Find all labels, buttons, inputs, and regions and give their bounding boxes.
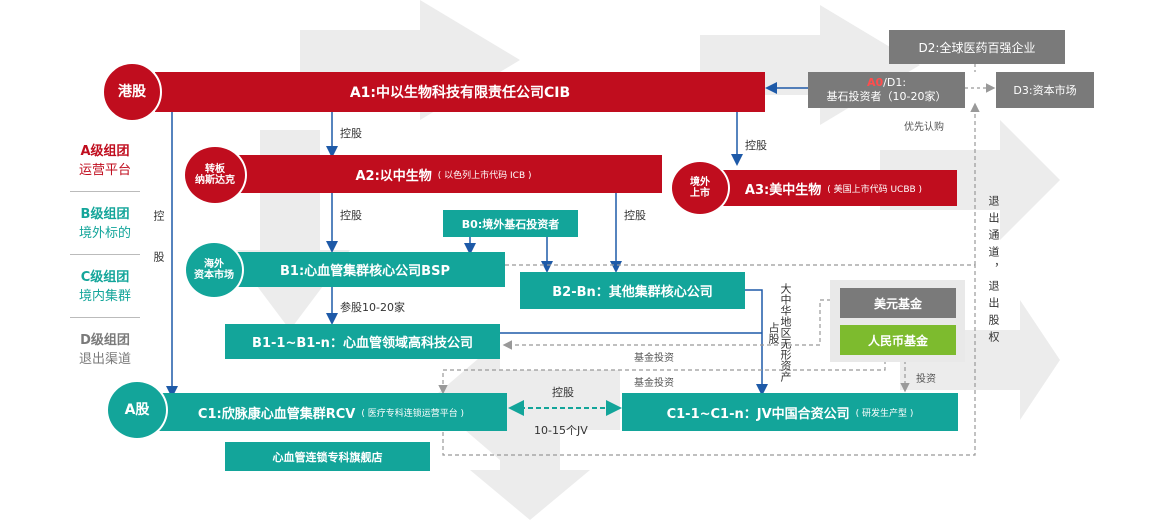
holding-label-a1-c1: 控股 <box>152 210 165 292</box>
preferred-subscription-label: 优先认购 <box>904 122 944 133</box>
b1-1-label: B1-1~B1-n：心血管领域高科技公司 <box>252 336 473 351</box>
nasdaq-label: 纳斯达克 <box>195 175 235 186</box>
legend-d-sub: 退出渠道 <box>78 352 131 367</box>
b1-box: B1:心血管集群核心公司BSP <box>225 252 505 287</box>
flagship-store-box: 心血管连锁专科旗舰店 <box>225 442 430 471</box>
exit-channel-label: 退出通道，退出股权 <box>987 195 1000 348</box>
b0-box: B0:境外基石投资者 <box>443 210 578 237</box>
legend-c-sub: 境内集群 <box>78 289 131 304</box>
overseas-label: 海外 <box>204 258 224 270</box>
legend-b-title: B级组团 <box>80 207 130 222</box>
c1-1-label: C1-1~C1-n：JV中国合资公司 <box>666 406 850 422</box>
cornerstone-investors-label: 基石投资者（10-20家） <box>826 90 947 103</box>
a0-d1-box: A0/D1: 基石投资者（10-20家） <box>808 72 965 108</box>
nasdaq-transfer-circle: 转板 纳斯达克 <box>183 145 247 205</box>
a2-label: A2:以中生物 <box>355 168 432 184</box>
d2-label: D2:全球医药百强企业 <box>918 40 1036 55</box>
overseas-capital-circle: 海外 资本市场 <box>184 241 244 299</box>
d2-box: D2:全球医药百强企业 <box>889 30 1065 64</box>
legend-b-sub: 境外标的 <box>78 226 131 241</box>
a-share-label: A股 <box>124 401 150 418</box>
a2-note: ( 以色列上市代码 ICB ) <box>437 170 532 181</box>
flagship-store-label: 心血管连锁专科旗舰店 <box>272 450 383 464</box>
usd-fund-label: 美元基金 <box>873 296 922 311</box>
fund-invest-label-2: 基金投资 <box>634 378 674 389</box>
a3-label: A3:美中生物 <box>744 182 822 198</box>
holding-label-a2-b2: 控股 <box>624 209 646 222</box>
a3-note: ( 美国上市代码 UCBB ) <box>827 184 923 195</box>
legend-c-title: C级组团 <box>80 270 130 285</box>
legend-divider <box>70 191 140 192</box>
c1-label: C1:欣脉康心血管集群RCV <box>197 406 356 422</box>
legend-b: B级组团 境外标的 <box>45 203 165 241</box>
b1-1-box: B1-1~B1-n：心血管领域高科技公司 <box>225 324 500 359</box>
minority-stake-label: 参股10-20家 <box>340 301 405 314</box>
b0-label: B0:境外基石投资者 <box>461 217 560 231</box>
holding-label-a1-a2: 控股 <box>340 127 362 140</box>
a1-label: A1:中以生物科技有限责任公司CIB <box>349 85 571 101</box>
fund-invest-label-1: 基金投资 <box>634 353 674 364</box>
d3-box: D3:资本市场 <box>996 72 1094 108</box>
stake-label: 占股 <box>767 322 780 344</box>
c1-1-box: C1-1~C1-n：JV中国合资公司 ( 研发生产型 ) <box>622 393 958 431</box>
rmb-fund-label: 人民币基金 <box>867 333 928 348</box>
legend-d: D级组团 退出渠道 <box>45 329 165 367</box>
b2-box: B2-Bn：其他集群核心公司 <box>520 272 745 309</box>
hk-market-label: 港股 <box>118 83 146 100</box>
jv-count-label: 10-15个JV <box>534 424 588 437</box>
a2-box: A2:以中生物 ( 以色列上市代码 ICB ) <box>225 155 662 193</box>
legend-d-title: D级组团 <box>80 333 130 348</box>
a-share-circle: A股 <box>106 380 168 440</box>
legend-c: C级组团 境内集群 <box>45 266 165 304</box>
legend-divider <box>70 317 140 318</box>
d1-code: /D1: <box>883 75 907 89</box>
greater-china-intangible-label: 大中华地区无形资产 <box>779 283 792 382</box>
usd-fund-box: 美元基金 <box>840 288 956 318</box>
a0-code: A0 <box>866 75 884 89</box>
legend-divider <box>70 254 140 255</box>
a3-box: A3:美中生物 ( 美国上市代码 UCBB ) <box>710 170 957 206</box>
legend-a-title: A级组团 <box>80 144 130 159</box>
c1-1-note: ( 研发生产型 ) <box>855 408 914 419</box>
b2-label: B2-Bn：其他集群核心公司 <box>552 285 713 300</box>
legend-a-sub: 运营平台 <box>78 163 131 178</box>
hk-market-circle: 港股 <box>102 62 162 122</box>
holding-label-c1-c11: 控股 <box>552 386 574 399</box>
legend-a: A级组团 运营平台 <box>45 140 165 178</box>
c1-note: ( 医疗专科连锁运营平台 ) <box>361 408 465 419</box>
b1-label: B1:心血管集群核心公司BSP <box>280 264 450 279</box>
d3-label: D3:资本市场 <box>1013 84 1077 97</box>
capital-market-label: 资本市场 <box>194 270 234 281</box>
holding-label-a2-b1: 控股 <box>340 209 362 222</box>
overseas-listing-circle: 境外 上市 <box>670 160 730 216</box>
c1-box: C1:欣脉康心血管集群RCV ( 医疗专科连锁运营平台 ) <box>155 393 507 431</box>
holding-label-a1-a3: 控股 <box>745 139 767 152</box>
overseas-listing-label-1: 境外 <box>690 176 710 188</box>
overseas-listing-label-2: 上市 <box>690 188 710 199</box>
transfer-label: 转板 <box>205 163 225 175</box>
rmb-fund-box: 人民币基金 <box>840 325 956 355</box>
invest-label: 投资 <box>916 374 936 385</box>
a1-box: A1:中以生物科技有限责任公司CIB <box>155 72 765 112</box>
